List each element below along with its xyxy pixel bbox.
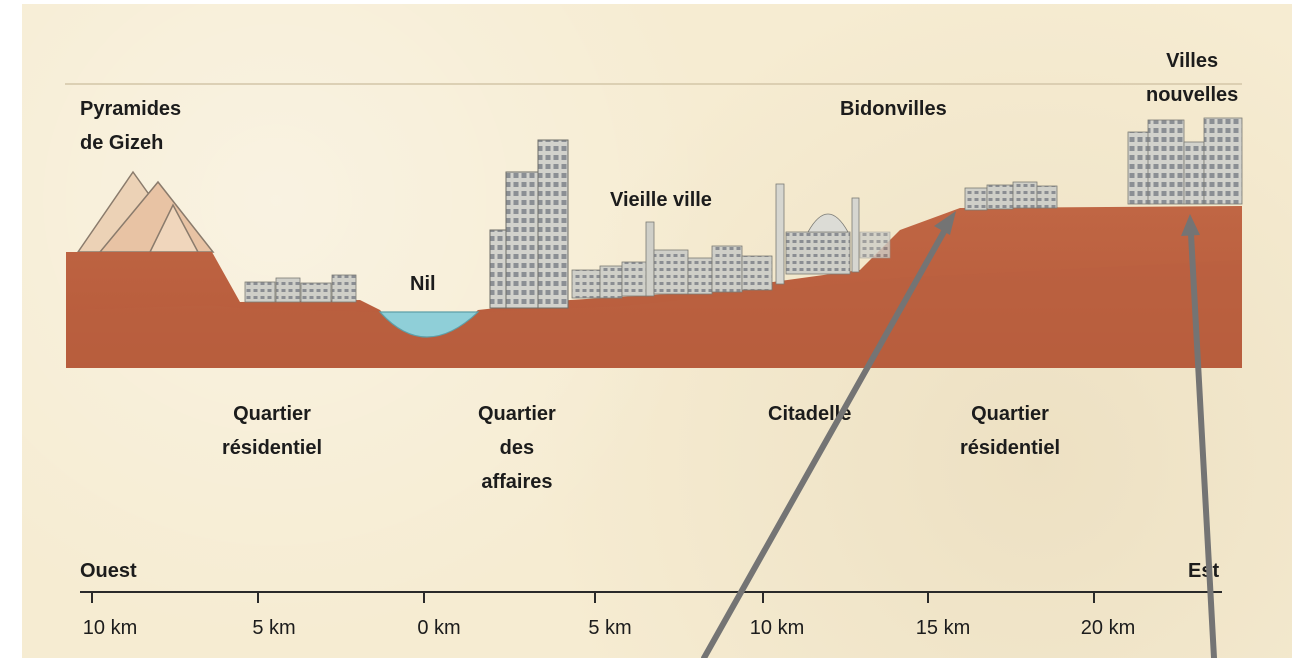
axis-tick-label-3: 5 km [588,617,632,639]
slum-buildings [964,181,1058,211]
axis-east-label: Est [1188,560,1220,582]
axis-west-label: Ouest [80,560,137,582]
label-citadelle: Citadelle [768,403,852,425]
label-pyramides: Pyramides de Gizeh [80,98,182,154]
label-vieille-ville: Vieille ville [610,189,712,211]
axis-tick-label-0: 10 km [82,617,138,639]
axis-tick-label-1: 5 km [252,617,296,639]
nile-river [378,311,480,338]
old-city-buildings [571,221,773,299]
axis-tick-marks [91,592,1095,603]
axis-tick-label-5: 15 km [915,617,971,639]
label-bidonvilles: Bidonvilles [840,98,947,120]
label-quartier-residentiel-est: Quartier résidentiel [960,403,1061,459]
residential-west-buildings [244,274,357,303]
label-villes-nouvelles: Villes nouvelles [1146,50,1239,106]
axis-tick-label-6: 20 km [1080,617,1136,639]
new-town-buildings [1127,117,1243,205]
axis-tick-label-2: 0 km [417,617,461,639]
business-district-towers [489,139,569,309]
pyramids-illustration [76,170,215,253]
axis-tick-label-4: 10 km [749,617,805,639]
label-quartier-residentiel-ouest: Quartier résidentiel [222,403,323,459]
label-quartier-affaires: Quartier des affaires [478,403,556,493]
label-nil: Nil [410,273,436,295]
